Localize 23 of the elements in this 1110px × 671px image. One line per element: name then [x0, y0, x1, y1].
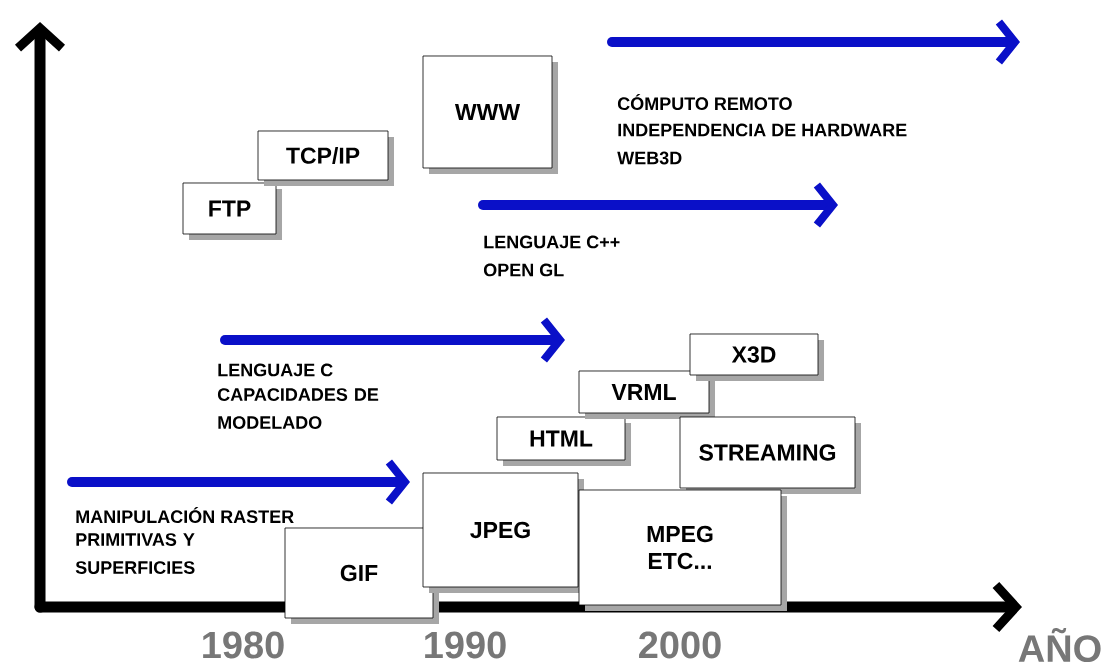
label-box: STREAMING	[679, 416, 861, 494]
axis-label: AÑO	[1018, 627, 1101, 663]
label-box: JPEG	[422, 472, 584, 593]
label-box: WWW	[422, 55, 558, 174]
label-box: X3D	[689, 333, 824, 381]
period-label: MANIPULACIÓN RASTER	[76, 506, 294, 524]
axis-label: 1990	[425, 631, 506, 659]
label-box: MPEG ETC...	[578, 489, 787, 611]
label-box: FTP	[182, 182, 282, 240]
period-label: CAPACIDADES DE MODELADO	[217, 388, 379, 429]
period-label: LENGUAJE C	[218, 363, 333, 377]
label-box: HTML	[496, 416, 631, 466]
label-box: TCP/IP	[257, 130, 394, 186]
axis-label: 1980	[203, 631, 284, 659]
period-label: INDEPENDENCIA DE HARDWARE	[618, 123, 907, 137]
period-label: LENGUAJE C++	[484, 235, 620, 249]
period-label: CÓMPUTO REMOTO	[617, 93, 792, 111]
label-box: GIF	[284, 527, 439, 624]
period-label: PRIMITIVAS Y SUPERFICIES	[75, 533, 195, 574]
axis-label: 2000	[639, 631, 721, 659]
period-label: WEB3D	[617, 151, 682, 165]
period-label: OPEN GL	[483, 263, 564, 277]
label-box: VRML	[578, 370, 715, 419]
